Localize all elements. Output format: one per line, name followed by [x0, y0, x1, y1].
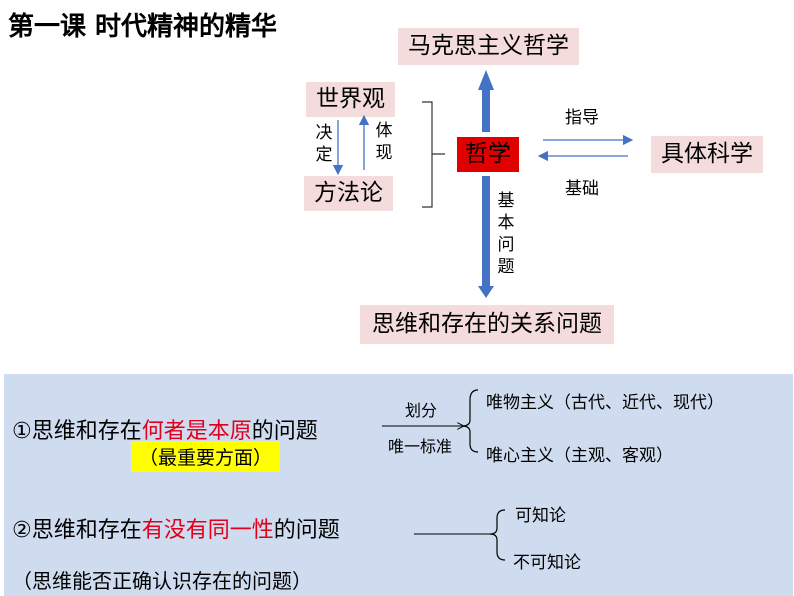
relation-question-box: 思维和存在的关系问题 [360, 305, 614, 344]
question-2: ②思维和存在有没有同一性的问题 [12, 512, 340, 544]
question-1-suffix: 的问题 [251, 419, 318, 444]
worldview-box: 世界观 [306, 82, 395, 117]
diagram-connectors [332, 70, 634, 298]
question-2-suffix: 的问题 [273, 518, 340, 543]
group-bracket [422, 101, 445, 208]
lower-panel [4, 374, 793, 596]
unknowable-label: 不可知论 [513, 553, 581, 573]
question-1-highlight: 何者是本原 [141, 419, 252, 444]
up-arrow [478, 70, 494, 132]
question-1-prefix: ①思维和存在 [12, 419, 142, 444]
sole-standard-label: 唯一标准 [388, 437, 453, 456]
basis-label: 基础 [565, 179, 599, 199]
down-arrow [478, 176, 494, 298]
divide-label: 划分 [405, 401, 438, 420]
decides-label: 决定 [315, 123, 333, 165]
embodies-label: 体现 [375, 121, 393, 163]
question-1-note: （最重要方面） [131, 441, 281, 472]
guide-label: 指导 [565, 108, 599, 128]
knowable-label: 可知论 [515, 506, 566, 526]
question-2-prefix: ②思维和存在 [12, 518, 142, 543]
materialism-label: 唯物主义（古代、近代、现代） [486, 393, 724, 413]
marxist-philosophy-box: 马克思主义哲学 [398, 28, 579, 65]
q2-brace [489, 509, 506, 561]
lower-connectors [382, 389, 506, 561]
q1-brace [461, 389, 479, 453]
page-title: 第一课 时代精神的精华 [8, 12, 278, 42]
philosophy-box: 哲学 [457, 137, 519, 172]
specific-science-box: 具体科学 [651, 136, 763, 173]
methodology-box: 方法论 [304, 176, 393, 211]
question-2-highlight: 有没有同一性 [141, 518, 274, 543]
idealism-label: 唯心主义（主观、客观） [486, 446, 673, 466]
question-2-note: （思维能否正确认识存在的问题） [12, 569, 312, 593]
question-1: ①思维和存在何者是本原的问题 [12, 413, 318, 445]
basic-question-label: 基本问题 [497, 191, 515, 277]
